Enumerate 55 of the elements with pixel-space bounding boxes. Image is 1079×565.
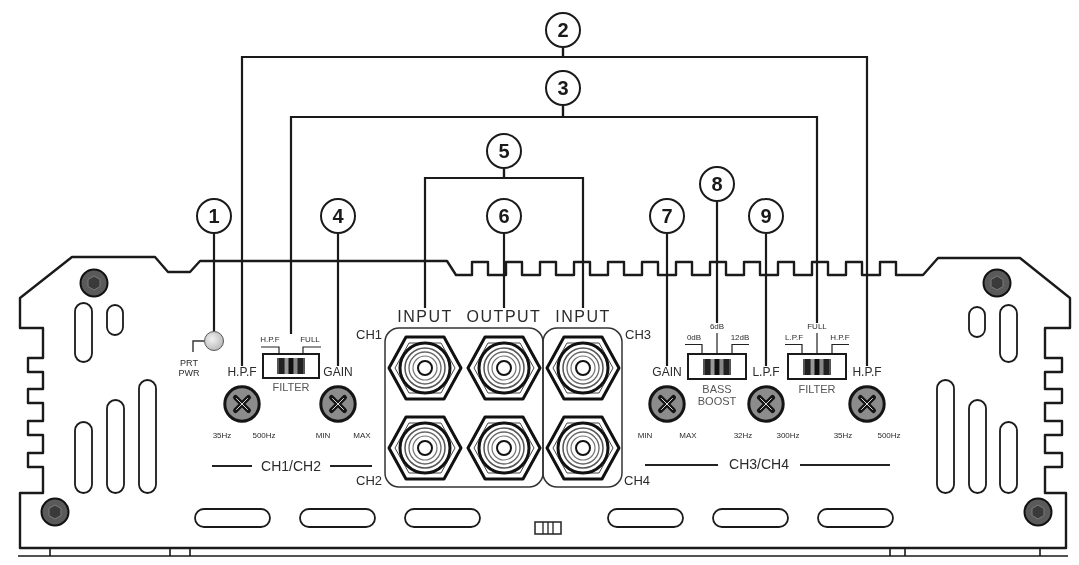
switch-position-label: 6dB [709, 323, 725, 332]
jack-label: INPUT [555, 308, 611, 326]
control-label: GAIN [323, 366, 353, 380]
indicator-label: PRT PWR [178, 359, 200, 379]
control-label: L.P.F [752, 366, 780, 380]
leader-line [715, 202, 719, 323]
leader-line [764, 234, 768, 366]
channel-label: CH4 [624, 474, 650, 489]
switch-position-label: H.P.F [260, 336, 280, 345]
switch-position-label: FULL [807, 323, 827, 332]
jack-label: INPUT [397, 308, 453, 326]
scale-label: MAX [679, 432, 697, 441]
leader-line [502, 234, 506, 308]
leader-line [502, 169, 585, 308]
led-icon [204, 331, 224, 351]
callout-number: 3 [545, 70, 581, 106]
control-label: H.P.F [227, 366, 257, 380]
scale-label: 500Hz [252, 432, 276, 441]
callout-number: 5 [486, 133, 522, 169]
scale-label: 300Hz [776, 432, 800, 441]
channel-label: CH3 [625, 328, 651, 343]
switch-position-label: H.P.F [830, 334, 850, 343]
switch-position-label: FULL [300, 336, 320, 345]
scale-label: MAX [353, 432, 371, 441]
leader-line [336, 234, 340, 366]
switch-label: BASS BOOST [697, 383, 737, 408]
scale-label: 35Hz [212, 432, 232, 441]
switch-label: FILTER [272, 381, 310, 394]
scale-label: 500Hz [877, 432, 901, 441]
callout-number: 4 [320, 198, 356, 234]
leader-line [212, 234, 216, 331]
callout-number: 9 [748, 198, 784, 234]
switch-position-label: 12dB [730, 334, 750, 343]
leader-line [665, 234, 669, 366]
scale-label: MIN [315, 432, 331, 441]
callout-number: 8 [699, 166, 735, 202]
scale-label: MIN [637, 432, 653, 441]
channel-label: CH1 [356, 328, 382, 343]
control-label: H.P.F [852, 366, 882, 380]
callout-number: 7 [649, 198, 685, 234]
jack-label: OUTPUT [466, 308, 542, 326]
callout-number: 2 [545, 12, 581, 48]
switch-position-label: 0dB [686, 334, 702, 343]
control-label: GAIN [652, 366, 682, 380]
scale-label: 35Hz [833, 432, 853, 441]
channel-label: CH1/CH2 [261, 459, 321, 475]
scale-label: 32Hz [733, 432, 753, 441]
callout-number: 6 [486, 198, 522, 234]
leader-line [561, 48, 869, 366]
switch-label: FILTER [798, 383, 836, 396]
leader-line [561, 106, 819, 323]
callout-number: 1 [196, 198, 232, 234]
channel-label: CH3/CH4 [729, 457, 789, 473]
channel-label: CH2 [356, 474, 382, 489]
switch-position-label: L.P.F [784, 334, 804, 343]
